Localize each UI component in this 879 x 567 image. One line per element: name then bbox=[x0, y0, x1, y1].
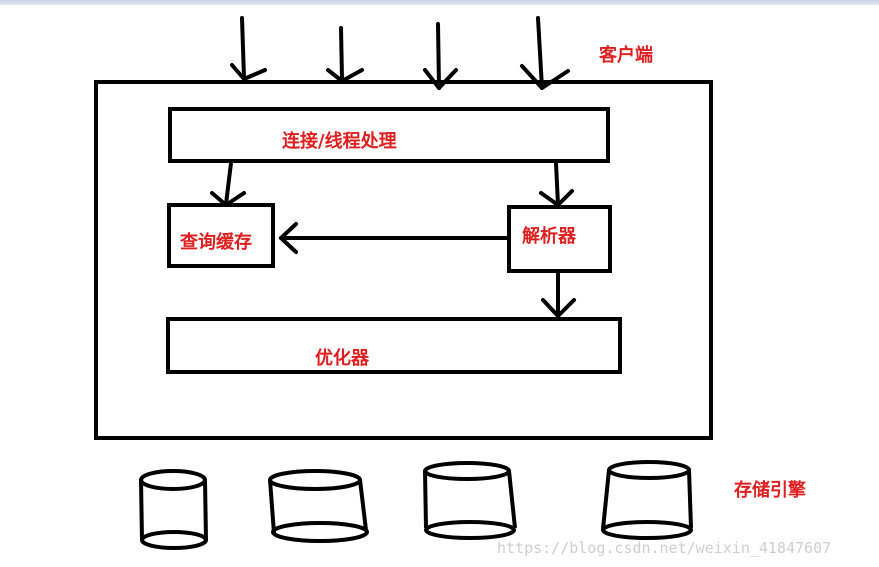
storage-cylinder-1 bbox=[139, 469, 208, 550]
storage-engine-label: 存储引擎 bbox=[734, 479, 806, 501]
server-box bbox=[94, 80, 713, 440]
client-arrow-3-head bbox=[423, 68, 458, 90]
connection-handling-label: 连接/线程处理 bbox=[282, 130, 397, 152]
parser-label: 解析器 bbox=[522, 225, 577, 247]
conn-to-parser-head bbox=[539, 189, 574, 207]
client-arrow-3-shaft bbox=[436, 22, 441, 90]
query-cache-label: 查询缓存 bbox=[180, 231, 252, 253]
storage-cylinder-2 bbox=[268, 469, 369, 543]
client-arrow-1-shaft bbox=[240, 16, 246, 80]
client-arrow-4-head bbox=[520, 64, 570, 90]
client-arrows bbox=[230, 16, 570, 90]
client-label: 客户端 bbox=[599, 44, 653, 66]
parser-to-optimizer-head bbox=[541, 298, 576, 318]
query-cache-box bbox=[167, 203, 275, 268]
conn-to-cache-head bbox=[210, 191, 246, 207]
optimizer-box bbox=[166, 317, 622, 374]
connection-handling-box bbox=[168, 107, 610, 163]
storage-cylinder-4 bbox=[601, 460, 693, 540]
client-arrow-2-shaft bbox=[339, 26, 344, 81]
storage-cylinder-3 bbox=[423, 461, 517, 540]
internal-arrows bbox=[210, 161, 576, 318]
optimizer-label: 优化器 bbox=[315, 347, 370, 369]
client-arrow-1-head bbox=[230, 63, 267, 81]
conn-to-cache-shaft bbox=[224, 161, 233, 206]
watermark: https://blog.csdn.net/weixin_41847607 bbox=[497, 539, 831, 557]
storage-engines bbox=[139, 460, 693, 550]
parser-to-cache-head bbox=[279, 222, 298, 254]
client-arrow-2-head bbox=[326, 68, 364, 83]
conn-to-parser-shaft bbox=[554, 161, 560, 207]
window-top-bar bbox=[0, 0, 879, 5]
client-arrow-4-shaft bbox=[536, 16, 544, 90]
